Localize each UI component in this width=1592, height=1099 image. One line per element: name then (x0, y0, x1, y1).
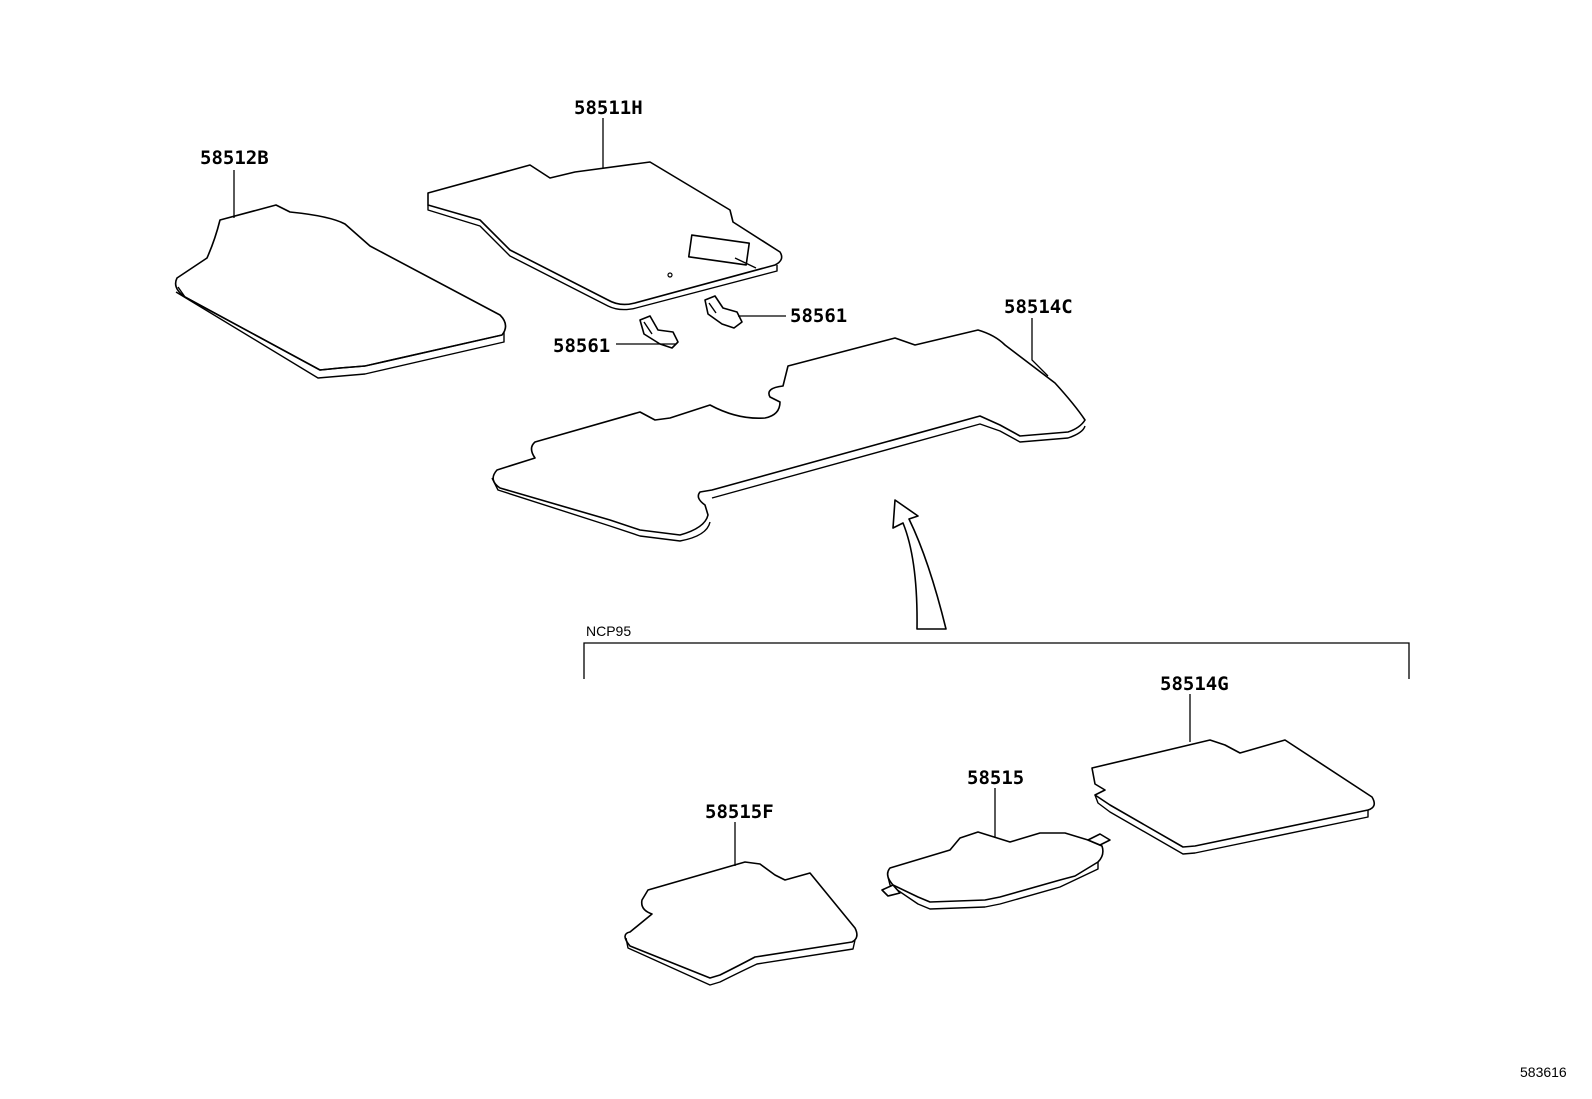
center-floor-mat[interactable] (881, 831, 1111, 910)
callout-58511H: 58511H (574, 97, 643, 119)
callout-clip-right: 58561 (790, 305, 847, 327)
curved-arrow-icon (892, 499, 947, 630)
third-row-floor-mat[interactable] (1091, 739, 1376, 855)
callout-58515: 58515 (967, 767, 1024, 789)
side-floor-mat[interactable] (624, 861, 858, 986)
heel-pad (687, 234, 751, 266)
callout-58514C: 58514C (1004, 296, 1073, 318)
callout-clip-left: 58561 (553, 335, 610, 357)
rear-floor-mat[interactable] (491, 329, 1086, 542)
front-right-floor-mat[interactable] (427, 161, 783, 311)
callout-58515F: 58515F (705, 801, 774, 823)
clip-right[interactable] (704, 295, 743, 329)
diagram-reference-code: 583616 (1520, 1064, 1567, 1080)
leader-58514C (1031, 318, 1049, 377)
front-left-floor-mat[interactable] (174, 204, 507, 379)
callout-58512B: 58512B (200, 147, 269, 169)
group-label: NCP95 (586, 623, 631, 639)
callout-58514G: 58514G (1160, 673, 1229, 695)
ncp95-group-bracket (583, 642, 1410, 679)
clip-left[interactable] (639, 315, 679, 349)
